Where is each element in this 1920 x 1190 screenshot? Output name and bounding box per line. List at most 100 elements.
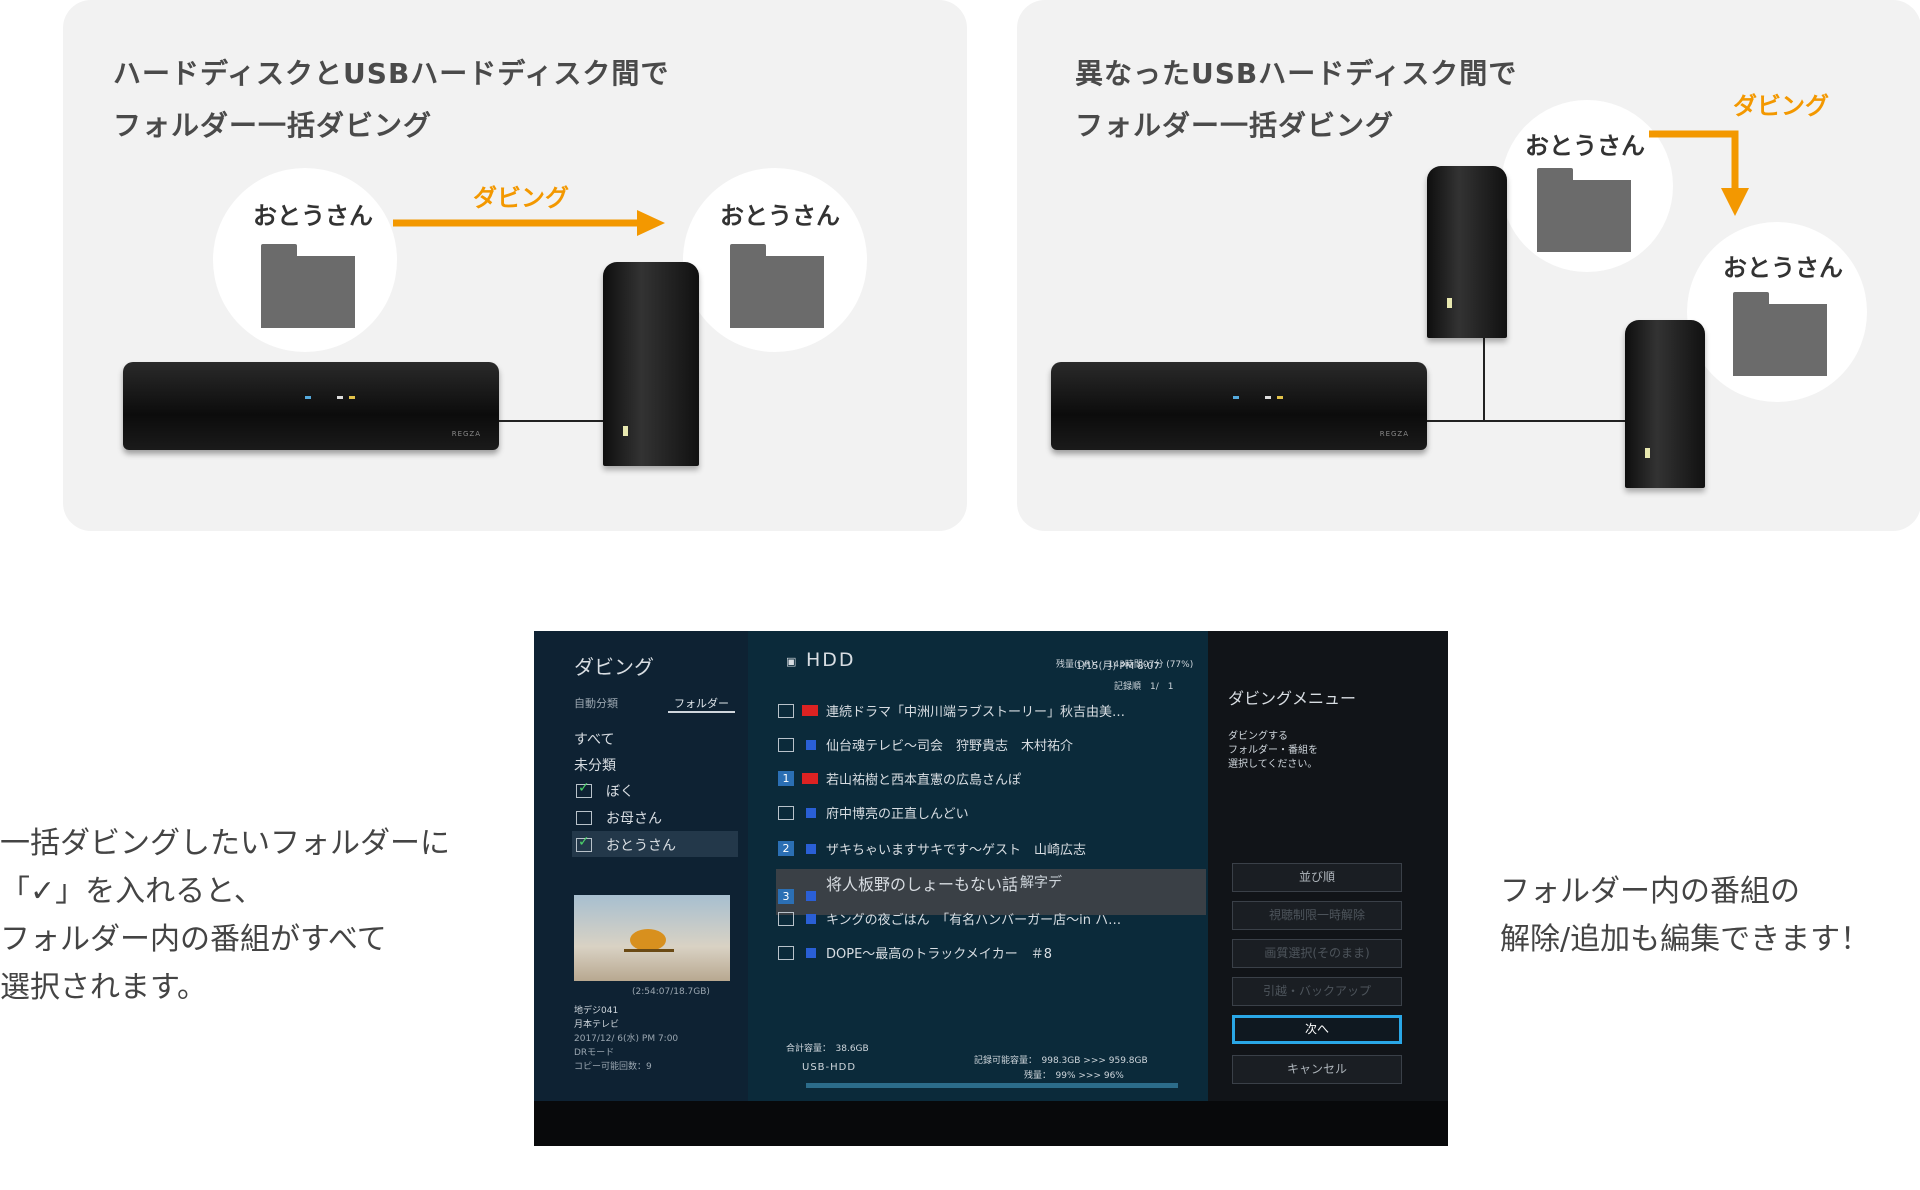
left-illustration-panel: ハードディスクとUSBハードディスク間で フォルダー一括ダビング おとうさん ダ…	[63, 0, 967, 531]
selection-order-badge: 1	[778, 771, 794, 786]
sidebar-item-uncategorized[interactable]: 未分類	[574, 758, 616, 774]
sidebar-item-mother[interactable]: お母さん	[606, 811, 662, 827]
program-copy-count: コピー可能回数：9	[574, 1062, 652, 1072]
left-panel-title-line1: ハードディスクとUSBハードディスク間で	[113, 57, 670, 90]
program-title: キングの夜ごはん 「有名ハンバーガー店〜in ハ…	[826, 913, 1122, 928]
regza-recorder: REGZA	[123, 362, 499, 450]
sidebar-item-boku[interactable]: ぼく	[606, 784, 634, 800]
caption-left-line4: 選択されます。	[0, 970, 207, 1005]
led-indicator	[1233, 396, 1239, 399]
cable	[499, 420, 613, 422]
program-row[interactable]: 2 ザキちゃいますサキです〜ゲスト 山崎広志	[776, 835, 1206, 863]
datetime: 1/15(月) PM 8:07	[1076, 661, 1160, 672]
program-checkbox[interactable]	[778, 946, 794, 960]
broadcast-icon	[806, 844, 816, 854]
new-badge-icon	[802, 773, 818, 784]
right-panel-title-line2: フォルダー一括ダビング	[1075, 109, 1395, 142]
tv-dubbing-menu: 1/15(月) PM 8:07 ダビングメニュー ダビングする フォルダー・番組…	[1076, 631, 1448, 1101]
folder-icon	[261, 244, 355, 328]
source-folder-label: おとうさん	[253, 202, 373, 230]
dubbing-arrow-label: ダビング	[1733, 92, 1829, 120]
program-checkbox[interactable]	[778, 704, 794, 718]
tv-program-list: ▣ HDD 残量(DR)： 143時間07分 (77%) 記録順 1/ 1 連続…	[748, 631, 1208, 1101]
program-datetime: 2017/12/ 6(水) PM 7:00	[574, 1034, 679, 1044]
program-row[interactable]: 1 若山祐樹と西本直憲の広島さんぽ	[776, 765, 1206, 793]
backup-button[interactable]: 引越・バックアップ	[1232, 977, 1402, 1006]
tv-bottom-bar	[534, 1101, 1448, 1146]
menu-title: ダビングメニュー	[1228, 689, 1357, 708]
program-title: 仙台魂テレビ〜司会 狩野貴志 木村祐介	[826, 739, 1074, 754]
led-indicator	[337, 396, 343, 399]
right-illustration-panel: 異なったUSBハードディスク間で フォルダー一括ダビング おとうさん ダビング …	[1017, 0, 1920, 531]
sort-order-button[interactable]: 並び順	[1232, 863, 1402, 892]
capacity-bar	[806, 1083, 1178, 1088]
cable	[1427, 420, 1649, 422]
program-title: 連続ドラマ「中洲川端ラブストーリー」秋吉由美…	[826, 705, 1126, 720]
program-row[interactable]: DOPE〜最高のトラックメイカー ＃8	[776, 939, 1206, 967]
parental-unlock-button[interactable]: 視聴制限一時解除	[1232, 901, 1402, 930]
program-channel: 地デジ041	[574, 1006, 619, 1016]
recorder-brand: REGZA	[1379, 430, 1409, 438]
regza-recorder: REGZA	[1051, 362, 1427, 450]
program-row[interactable]: 仙台魂テレビ〜司会 狩野貴志 木村祐介	[776, 731, 1206, 759]
selection-order-badge: 3	[778, 889, 794, 904]
menu-description-line3: 選択してください。	[1228, 759, 1318, 770]
menu-description-line2: フォルダー・番組を	[1228, 745, 1318, 756]
menu-description-line1: ダビングする	[1228, 731, 1288, 742]
led-indicator	[305, 396, 311, 399]
led-indicator	[1265, 396, 1271, 399]
checkbox-checked[interactable]: ✓	[576, 834, 592, 852]
arrow-right-icon	[393, 210, 665, 236]
checkbox-unchecked[interactable]	[576, 811, 592, 825]
tv-sidebar: ダビング 自動分類 フォルダー すべて 未分類 ✓ ぼく お母さん ✓ おとうさ…	[534, 631, 748, 1101]
sidebar-item-all[interactable]: すべて	[574, 732, 615, 748]
right-panel-title-line1: 異なったUSBハードディスク間で	[1075, 57, 1518, 90]
source-folder-label: おとうさん	[1525, 132, 1645, 160]
recordable-capacity: 記録可能容量： 998.3GB >>> 959.8GB	[974, 1056, 1148, 1066]
next-button[interactable]: 次へ	[1232, 1015, 1402, 1044]
recorder-brand: REGZA	[451, 430, 481, 438]
broadcast-icon	[806, 808, 816, 818]
sidebar-title: ダビング	[574, 655, 654, 679]
program-row[interactable]: 府中博亮の正直しんどい	[776, 799, 1206, 827]
cancel-button[interactable]: キャンセル	[1232, 1055, 1402, 1084]
caption-left-line3: フォルダー内の番組がすべて	[0, 922, 387, 957]
program-tag: 解字デ	[1020, 875, 1062, 891]
broadcast-icon	[806, 948, 816, 958]
total-size: 合計容量： 38.6GB	[786, 1044, 869, 1054]
sidebar-item-father[interactable]: おとうさん	[606, 838, 676, 854]
tab-auto-category[interactable]: 自動分類	[574, 697, 618, 710]
selection-order-badge: 2	[778, 841, 794, 856]
program-station: 月本テレビ	[574, 1020, 620, 1030]
quality-select-button[interactable]: 画質選択(そのまま)	[1232, 939, 1402, 968]
usb-hdd	[1625, 320, 1705, 488]
program-title: 府中博亮の正直しんどい	[826, 807, 969, 822]
caption-right-line2: 解除/追加も編集できます！	[1500, 922, 1871, 957]
program-row[interactable]: 連続ドラマ「中洲川端ラブストーリー」秋吉由美…	[776, 697, 1206, 725]
cable	[1483, 318, 1485, 422]
program-title: 若山祐樹と西本直憲の広島さんぽ	[826, 773, 1022, 788]
program-checkbox[interactable]	[778, 806, 794, 820]
program-checkbox[interactable]	[778, 738, 794, 752]
checkbox-checked[interactable]: ✓	[576, 780, 592, 798]
sort-order-indicator: 記録順 1/ 1	[1114, 682, 1174, 692]
dubbing-arrow-label: ダビング	[473, 184, 569, 212]
remain-percentage: 残量： 99% >>> 96%	[1024, 1071, 1124, 1081]
tab-folder[interactable]: フォルダー	[668, 695, 735, 713]
program-checkbox[interactable]	[778, 912, 794, 926]
remaining-capacity: 残量(DR)： 143時間07分 (77%)	[1056, 660, 1194, 670]
program-title: ザキちゃいますサキです〜ゲスト 山崎広志	[826, 843, 1087, 858]
caption-left-line2: 「✓」を入れると、	[0, 874, 264, 909]
broadcast-icon	[806, 891, 816, 901]
led-indicator	[349, 396, 355, 399]
source-label: HDD	[806, 649, 856, 671]
arrow-down-icon	[1649, 130, 1749, 216]
folder-icon	[1733, 292, 1827, 376]
program-row[interactable]: キングの夜ごはん 「有名ハンバーガー店〜in ハ…	[776, 905, 1206, 933]
led-indicator	[1277, 396, 1283, 399]
usb-hdd	[1427, 166, 1507, 338]
new-badge-icon	[802, 705, 818, 716]
usb-hdd	[603, 262, 699, 466]
program-title: DOPE〜最高のトラックメイカー ＃8	[826, 947, 1053, 962]
